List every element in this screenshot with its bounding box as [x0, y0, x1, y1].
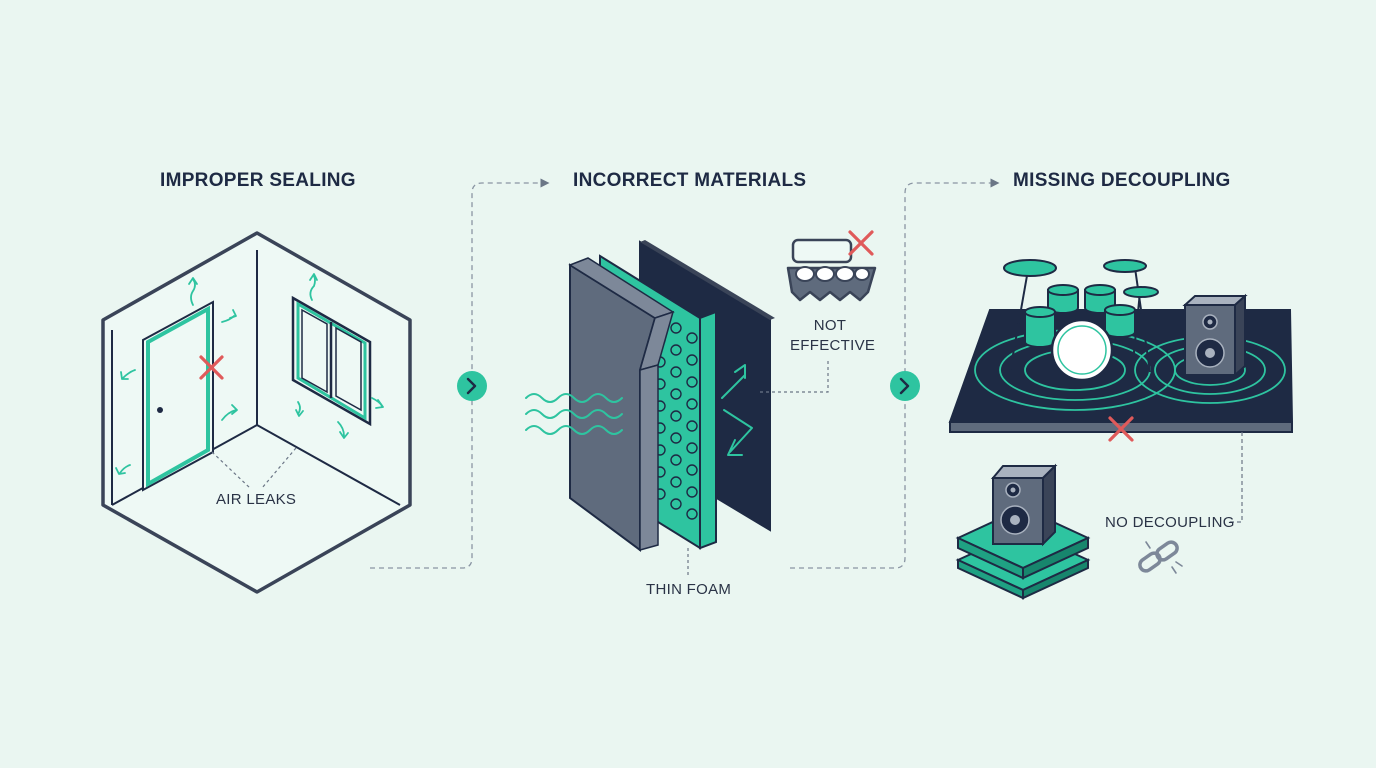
label-not-effective-line1: NOT [813, 317, 847, 334]
room-illustration [101, 231, 412, 594]
panel-title-improper-sealing: IMPROPER SEALING [160, 170, 356, 191]
chevron-right-icon[interactable] [890, 371, 920, 401]
drum-kit-icon [1003, 259, 1159, 382]
label-no-decoupling: NO DECOUPLING [1105, 514, 1235, 531]
sound-waves [525, 393, 623, 435]
window [291, 295, 372, 427]
isolation-pad [955, 506, 1091, 600]
x-mark-icon [848, 230, 874, 256]
label-not-effective: NOT EFFECTIVE [790, 316, 876, 356]
label-air-leaks: AIR LEAKS [216, 491, 297, 508]
broken-chain-icon [1138, 540, 1183, 574]
decoupling-illustration [948, 259, 1294, 600]
connector-2-to-3 [790, 178, 1000, 569]
panel-title-missing-decoupling: MISSING DECOUPLING [1013, 170, 1231, 191]
label-not-effective-line2: EFFECTIVE [790, 337, 876, 354]
wall-panel [568, 257, 675, 552]
door [142, 300, 214, 492]
panel-title-incorrect-materials: INCORRECT MATERIALS [573, 170, 807, 191]
air-leak-arrows [115, 273, 384, 475]
speaker-icon [1182, 293, 1248, 378]
speaker-icon [990, 463, 1058, 547]
egg-carton-icon [786, 238, 877, 302]
chevron-right-icon[interactable] [457, 371, 487, 401]
label-thin-foam: THIN FOAM [646, 581, 732, 598]
x-mark-icon [199, 355, 224, 380]
x-mark-icon [1108, 416, 1134, 442]
reflection-arrows [721, 364, 753, 456]
materials-illustration [525, 230, 877, 578]
